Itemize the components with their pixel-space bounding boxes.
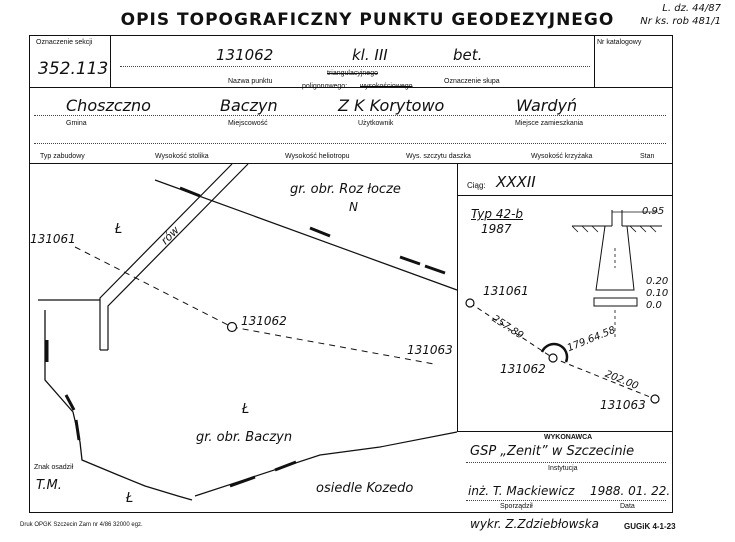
wys-stolika-label: Wysokość stolika xyxy=(155,153,209,160)
author-dotline xyxy=(466,500,666,501)
ciag-label: Ciąg: xyxy=(467,181,486,190)
form-code: GUGiK 4-1-23 xyxy=(624,522,676,531)
institution-dotline xyxy=(466,462,666,463)
monument-type: Typ 42-b xyxy=(471,207,524,221)
gmina-value: Choszczno xyxy=(66,96,151,115)
catalog-divider xyxy=(594,35,595,87)
section-value: 352.113 xyxy=(38,59,109,79)
map-point-131062: 131062 xyxy=(241,314,287,328)
author-value: inż. T. Mackiewicz xyxy=(468,484,575,498)
map-point-131061: 131061 xyxy=(30,232,76,246)
label-gr-baczyn: gr. obr. Baczyn xyxy=(196,430,293,445)
work-book-number: Nr ks. rob 481/1 xyxy=(640,16,721,27)
zamieszkania-value: Wardyń xyxy=(516,96,578,115)
uzytkownik-label: Użytkownik xyxy=(358,120,394,127)
point-dotline xyxy=(120,66,590,67)
point-name: 131062 xyxy=(216,46,274,64)
zamieszkania-label: Miejsce zamieszkania xyxy=(515,120,584,127)
uzytkownik-value: Z K Korytowo xyxy=(338,96,445,115)
monument-year: 1987 xyxy=(481,222,512,236)
location-dotline xyxy=(34,115,666,116)
label-gr-rozlocze: gr. obr. Roz łocze xyxy=(290,182,401,197)
wys-krzyzaka-label: Wysokość krzyżaka xyxy=(531,153,593,160)
ledger-number: L. dz. 44/87 xyxy=(662,3,721,14)
type-poligon-label: poligonowego: xyxy=(302,83,348,90)
map-top-divider xyxy=(29,163,673,164)
label-l-3: Ł xyxy=(126,491,134,506)
date-value: 1988. 01. 22. xyxy=(590,484,671,498)
date-label: Data xyxy=(620,503,635,510)
form-frame xyxy=(29,35,673,513)
attributes-dotline xyxy=(34,143,666,144)
institution-label: Instytucja xyxy=(548,465,578,472)
ciag-value: XXXII xyxy=(496,173,536,191)
dim-top: 0.95 xyxy=(642,206,665,217)
label-north: N xyxy=(349,200,358,214)
label-l-1: Ł xyxy=(115,222,123,237)
typ-zabudowy-label: Typ zabudowy xyxy=(40,153,85,160)
label-osiedle: osiedle Kozedo xyxy=(316,481,414,496)
author-label: Sporządził xyxy=(500,503,533,510)
stan-label: Stan xyxy=(640,153,655,160)
znak-label: Znak osadził xyxy=(34,464,74,471)
sketch-point-131061: 131061 xyxy=(483,284,529,298)
dim-a: 0.20 xyxy=(646,276,669,287)
gmina-label: Gmina xyxy=(66,120,87,127)
sketch-point-131063: 131063 xyxy=(600,398,646,412)
drafted-by: wykr. Z.Zdziebłowska xyxy=(470,517,599,531)
print-note: Druk OPGK Szczecin Zam nr 4/86 32000 egz… xyxy=(20,522,143,528)
label-l-2: Ł xyxy=(242,402,250,417)
wys-szczytu-label: Wys. szczytu daszka xyxy=(406,153,471,160)
row-divider xyxy=(29,87,673,88)
wykonawca-label: WYKONAWCA xyxy=(544,434,593,441)
marker-label: Oznaczenie słupa xyxy=(444,78,500,85)
ciag-divider xyxy=(457,195,673,196)
type-struck-wys: wysokościowego xyxy=(360,83,413,90)
dim-b: 0.10 xyxy=(646,288,669,299)
point-name-label: Nazwa punktu xyxy=(228,78,273,85)
point-marking: bet. xyxy=(453,46,483,64)
point-class: kl. III xyxy=(352,46,388,64)
wys-heliotropu-label: Wysokość heliotropu xyxy=(285,153,350,160)
catalog-label: Nr katalogowy xyxy=(597,39,642,46)
type-struck-trig: triangulacyjnego xyxy=(327,70,378,77)
section-divider xyxy=(110,35,111,87)
page-title: OPIS TOPOGRAFICZNY PUNKTU GEODEZYJNEGO xyxy=(120,10,615,30)
sketch-point-131062: 131062 xyxy=(500,362,546,376)
miejscowosc-value: Baczyn xyxy=(220,96,278,115)
miejscowosc-label: Miejscowość xyxy=(228,120,268,127)
dim-c: 0.0 xyxy=(646,300,662,311)
institution-value: GSP „Zenit” w Szczecinie xyxy=(470,444,635,459)
execution-divider xyxy=(457,431,673,432)
section-label: Oznaczenie sekcji xyxy=(36,39,93,46)
znak-value: T.M. xyxy=(36,478,62,493)
panel-divider xyxy=(457,163,458,431)
map-point-131063: 131063 xyxy=(407,343,453,357)
